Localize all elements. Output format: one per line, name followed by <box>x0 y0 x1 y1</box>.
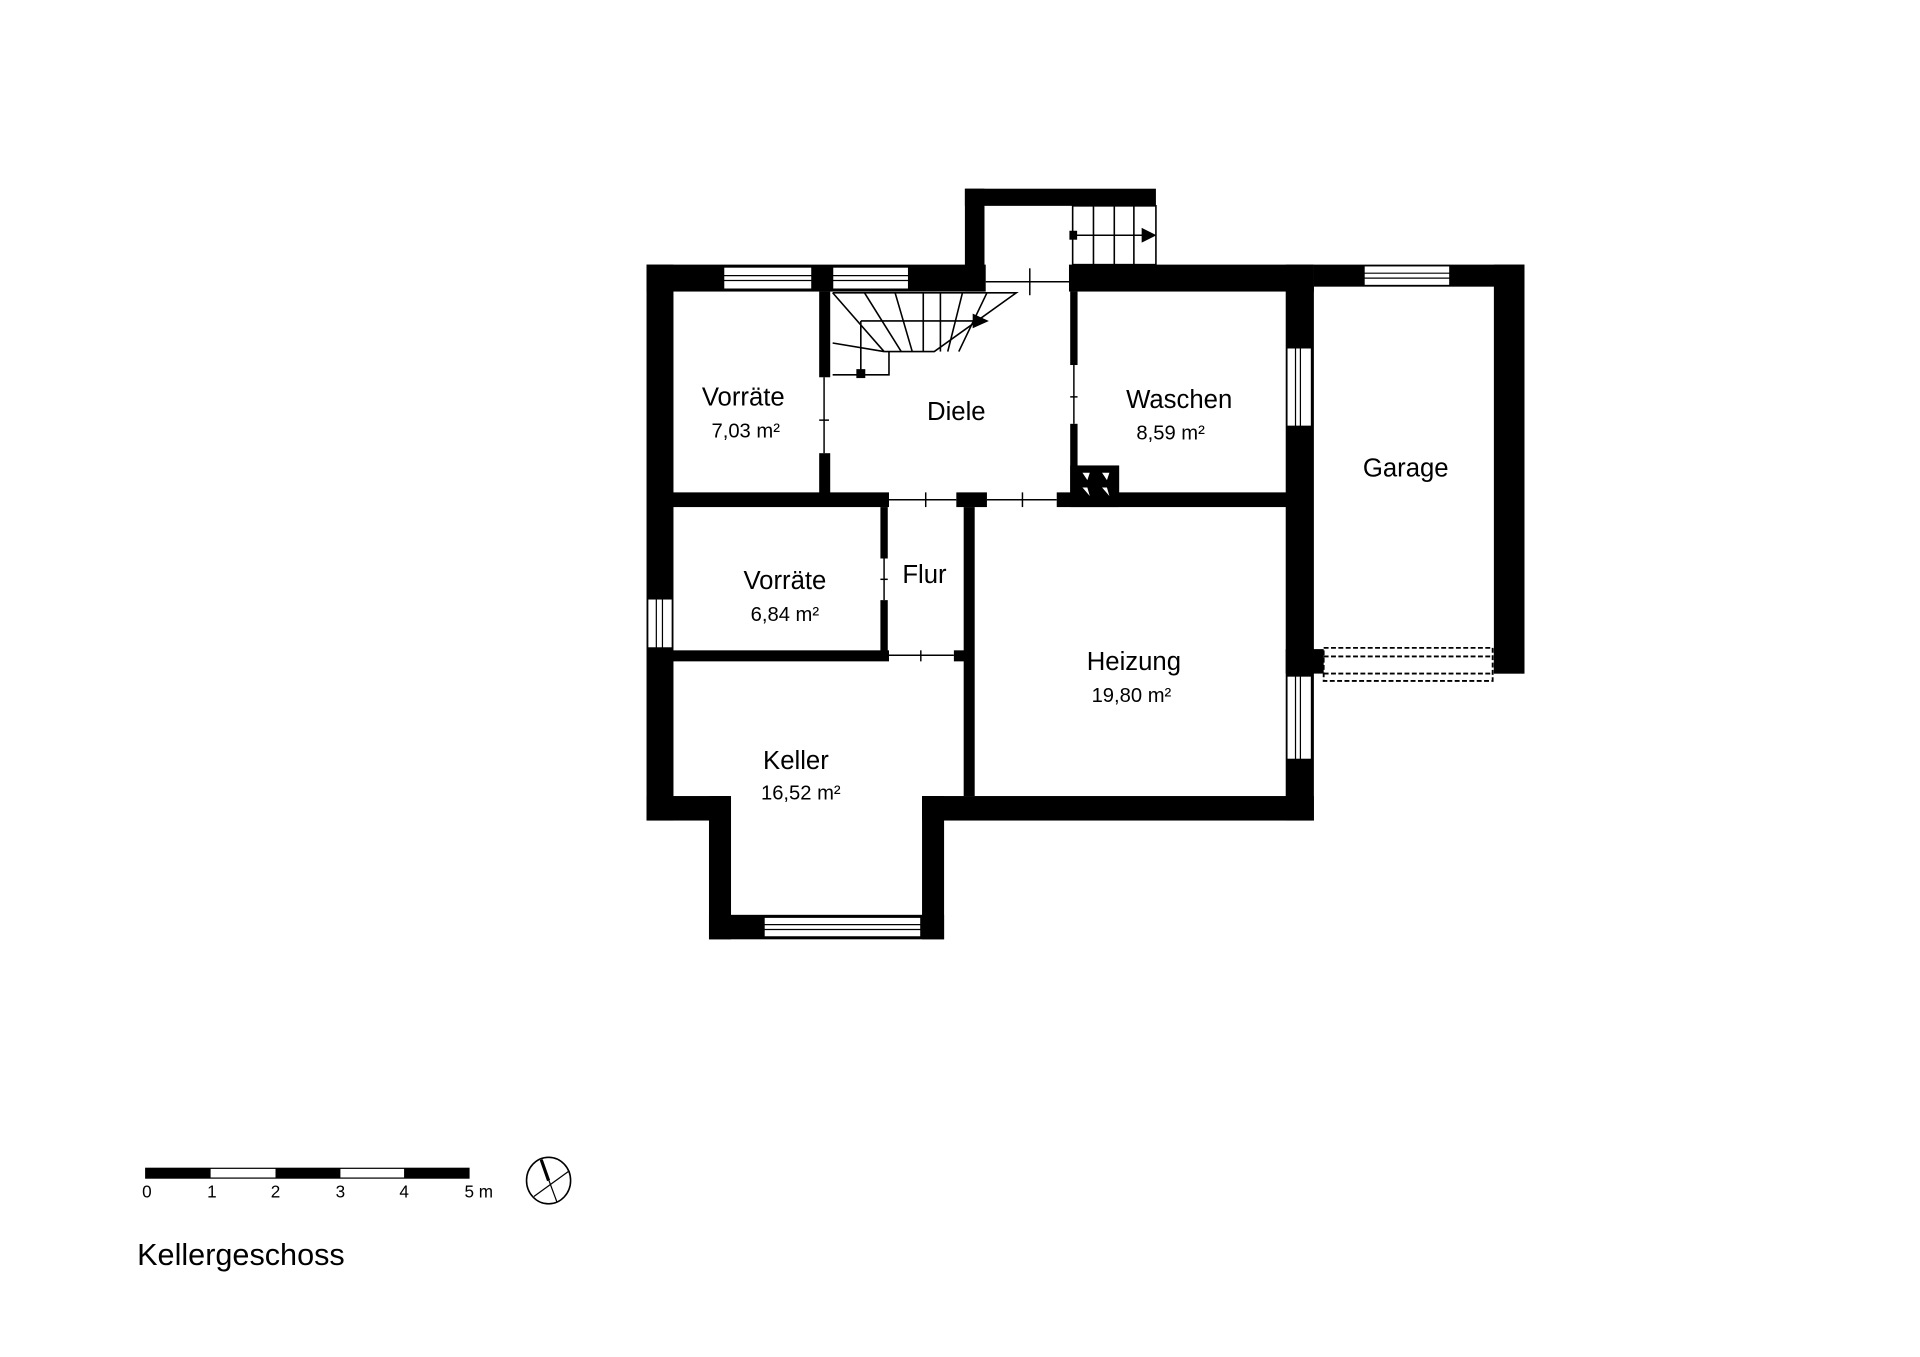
room-keller-area: 16,52 m² <box>761 783 841 805</box>
room-heizung-name: Heizung <box>1087 648 1181 676</box>
scale-tick-1: 1 <box>207 1182 217 1202</box>
scale-tick-3: 3 <box>336 1182 346 1202</box>
room-vorraete-2-name: Vorräte <box>743 567 826 595</box>
plan-title: Kellergeschoss <box>137 1238 345 1272</box>
walls <box>646 188 1525 940</box>
scale-tick-0: 0 <box>142 1182 152 1202</box>
scale-tick-5: 5 m <box>464 1182 493 1202</box>
room-flur-name: Flur <box>902 561 947 589</box>
scale-tick-2: 2 <box>271 1182 281 1202</box>
room-waschen-area: 8,59 m² <box>1136 423 1205 445</box>
north-arrow-compass-icon <box>525 1156 572 1205</box>
garage-door <box>1322 646 1494 682</box>
windows <box>647 265 1451 938</box>
room-vorraete-2-area: 6,84 m² <box>751 604 820 626</box>
scale-tick-4: 4 <box>399 1182 409 1202</box>
scale-bar: 0 1 2 3 4 5 m <box>142 1167 493 1202</box>
room-vorraete-1-area: 7,03 m² <box>711 420 780 442</box>
room-keller-name: Keller <box>763 747 829 775</box>
room-waschen-name: Waschen <box>1126 386 1232 414</box>
room-heizung-area: 19,80 m² <box>1092 685 1172 707</box>
room-labels: Vorräte 7,03 m² Diele Waschen 8,59 m² Ga… <box>702 383 1449 804</box>
stairs-entry-icon <box>1069 205 1157 266</box>
room-diele-name: Diele <box>927 398 986 426</box>
room-garage-name: Garage <box>1363 454 1449 482</box>
room-vorraete-1-name: Vorräte <box>702 383 785 411</box>
doors <box>819 268 1078 662</box>
stairs-main-icon <box>832 291 1019 379</box>
